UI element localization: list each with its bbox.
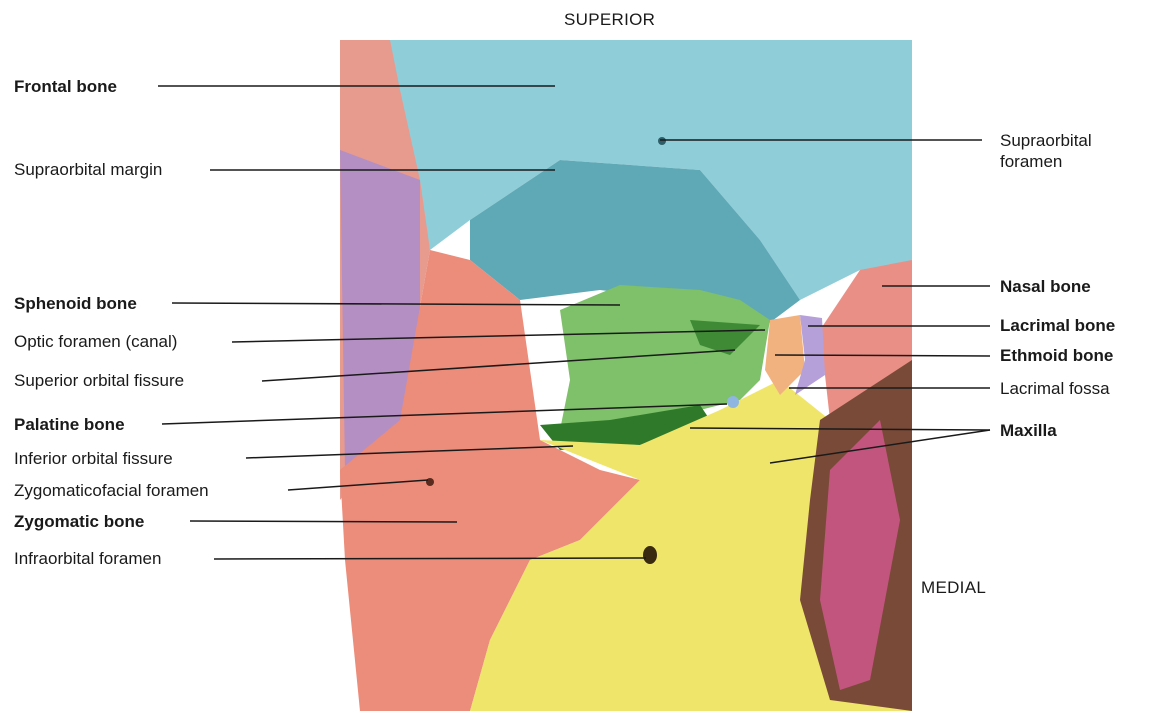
label-infraorbital-foramen: Infraorbital foramen bbox=[14, 549, 161, 569]
label-sphenoid-bone: Sphenoid bone bbox=[14, 294, 137, 314]
label-nasal-bone: Nasal bone bbox=[1000, 277, 1091, 297]
label-frontal-bone: Frontal bone bbox=[14, 77, 117, 97]
orientation-medial: MEDIAL bbox=[921, 578, 986, 598]
label-zygomaticofacial-foramen: Zygomaticofacial foramen bbox=[14, 481, 209, 501]
label-lacrimal-fossa: Lacrimal fossa bbox=[1000, 379, 1110, 399]
label-palatine-bone: Palatine bone bbox=[14, 415, 125, 435]
label-superior-orbital-fissure: Superior orbital fissure bbox=[14, 371, 184, 391]
leader-zygomatic-bone bbox=[190, 521, 457, 522]
label-lacrimal-bone: Lacrimal bone bbox=[1000, 316, 1115, 336]
infraorbital-foramen-mark bbox=[643, 546, 657, 564]
label-supraorbital-foramen-line1: Supraorbital bbox=[1000, 131, 1092, 151]
palatine-bone-shape bbox=[727, 396, 739, 408]
leader-ethmoid-bone bbox=[775, 355, 990, 356]
leader-sphenoid-bone bbox=[172, 303, 620, 305]
leader-infraorbital-foramen bbox=[214, 558, 646, 559]
label-inferior-orbital-fissure: Inferior orbital fissure bbox=[14, 449, 173, 469]
zygomaticofacial-foramen-mark bbox=[426, 478, 434, 486]
label-optic-foramen: Optic foramen (canal) bbox=[14, 332, 177, 352]
label-ethmoid-bone: Ethmoid bone bbox=[1000, 346, 1113, 366]
orientation-superior: SUPERIOR bbox=[564, 10, 655, 30]
label-supraorbital-margin: Supraorbital margin bbox=[14, 160, 162, 180]
label-zygomatic-bone: Zygomatic bone bbox=[14, 512, 144, 532]
supraorbital-foramen-mark bbox=[658, 137, 666, 145]
label-supraorbital-foramen-line2: foramen bbox=[1000, 152, 1062, 172]
label-maxilla: Maxilla bbox=[1000, 421, 1057, 441]
